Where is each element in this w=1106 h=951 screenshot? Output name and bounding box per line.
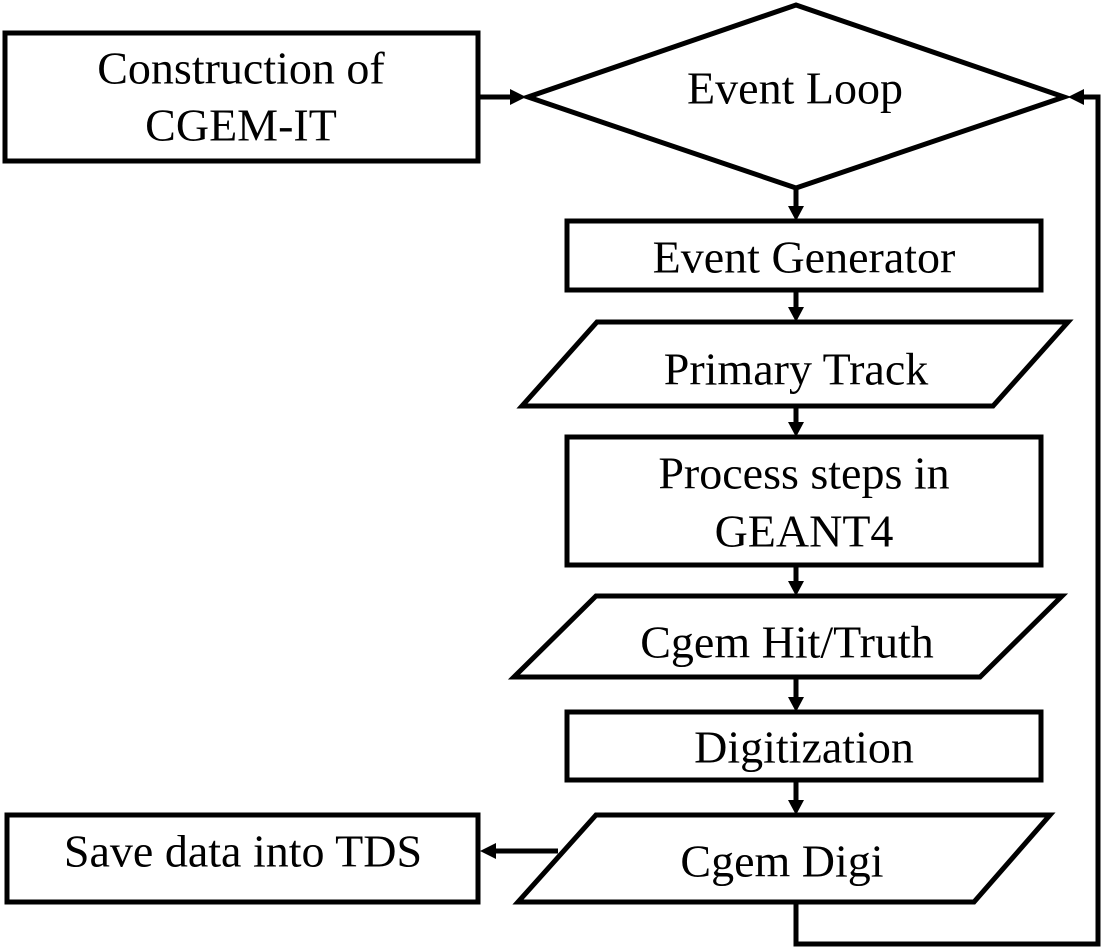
cgem-hit-truth-parallelogram <box>507 593 1069 680</box>
node-cgem-hit-truth: Cgem Hit/Truth <box>507 593 1069 680</box>
process-steps-box <box>564 434 1044 568</box>
event-generator-box <box>564 218 1044 293</box>
node-digitization: Digitization <box>564 709 1044 783</box>
event-loop-label: Event Loop <box>687 63 903 114</box>
node-primary-track: Primary Track <box>516 319 1074 409</box>
digitization-label: Digitization <box>694 722 914 773</box>
arrowhead-into-event-loop-right <box>1068 89 1084 105</box>
node-save-data: Save data into TDS <box>4 812 481 905</box>
node-construction: Construction of CGEM-IT <box>2 30 481 164</box>
edge-loop-back-to-event-loop <box>793 94 1101 947</box>
save-data-box <box>4 812 481 905</box>
event-generator-label: Event Generator <box>653 232 956 283</box>
node-cgem-digi: Cgem Digi <box>512 812 1056 905</box>
arrowhead-into-process-steps <box>788 422 804 437</box>
cgem-digi-parallelogram <box>512 812 1056 905</box>
save-data-label: Save data into TDS <box>64 826 422 877</box>
arrowhead-into-save-data <box>480 843 496 859</box>
arrowhead-into-event-loop-left <box>510 89 526 105</box>
connectors <box>478 89 1101 947</box>
construction-box <box>2 30 481 164</box>
construction-label-line1: Construction of <box>97 43 385 94</box>
event-loop-diamond <box>520 2 1072 191</box>
node-event-generator: Event Generator <box>564 218 1044 293</box>
node-event-loop: Event Loop <box>520 2 1072 191</box>
cgem-hit-truth-label: Cgem Hit/Truth <box>640 617 934 668</box>
node-process-steps: Process steps in GEANT4 <box>564 434 1044 568</box>
arrowhead-into-event-generator <box>788 206 804 221</box>
digitization-box <box>564 709 1044 783</box>
cgem-digi-label: Cgem Digi <box>680 836 883 887</box>
arrowhead-into-primary-track <box>788 307 804 322</box>
process-steps-label-line1: Process steps in <box>658 448 949 499</box>
primary-track-label: Primary Track <box>664 344 929 395</box>
primary-track-parallelogram <box>516 319 1074 409</box>
arrowhead-into-cgem-digi <box>788 800 804 815</box>
process-steps-label-line2: GEANT4 <box>715 506 894 557</box>
arrowhead-into-digitization <box>788 697 804 712</box>
construction-label-line2: CGEM-IT <box>145 100 337 151</box>
arrowhead-into-cgem-hit-truth <box>788 581 804 596</box>
